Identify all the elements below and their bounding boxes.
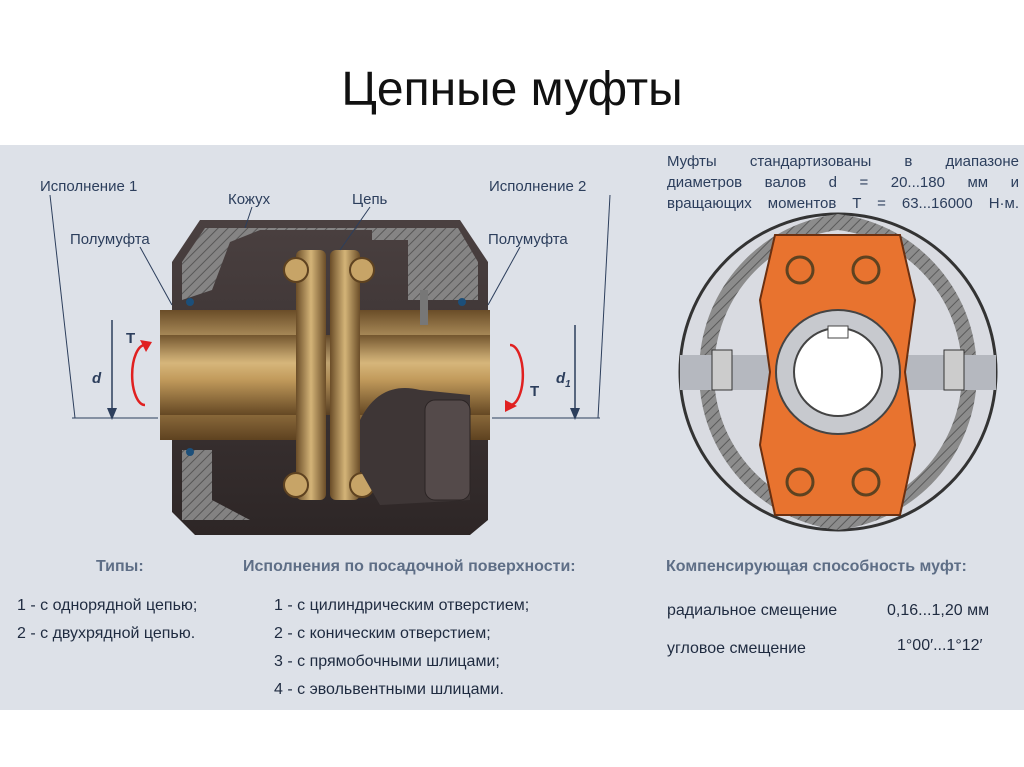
half-coupling-left-label: Полумуфта — [70, 231, 150, 248]
torque-left-label: T — [126, 330, 136, 347]
types-item: 1 - с однорядной цепью; — [17, 597, 198, 614]
types-header: Типы: — [96, 558, 144, 575]
casing-label: Кожух — [228, 191, 271, 208]
note-line-1: Муфты стандартизованы в диапазоне — [667, 153, 1019, 170]
coupling-cross-section — [678, 212, 998, 532]
executions-list: 1 - с цилиндрическим отверстием; 2 - с к… — [274, 592, 529, 704]
page-title: Цепные муфты — [341, 63, 683, 116]
compensation-header: Компенсирующая способность муфт: — [666, 558, 967, 575]
chain-label: Цепь — [352, 191, 388, 208]
half-coupling-right-label: Полумуфта — [488, 231, 568, 248]
executions-item: 4 - с эвольвентными шлицами. — [274, 681, 504, 698]
radial-offset-label: радиальное смещение — [667, 602, 838, 619]
torque-right-label: T — [530, 383, 540, 400]
sprocket-right — [330, 250, 360, 500]
angular-offset-label: угловое смещение — [667, 640, 806, 657]
angular-offset-value: 1°00′...1°12′ — [897, 637, 983, 654]
radial-offset-value: 0,16...1,20 мм — [887, 602, 990, 619]
execution1-label: Исполнение 1 — [40, 178, 138, 195]
executions-header: Исполнения по посадочной поверхности: — [243, 558, 576, 575]
sprocket-left — [296, 250, 326, 500]
casing-hatch — [182, 228, 478, 300]
diameter-label: d — [92, 370, 102, 387]
coupling-section — [49, 194, 611, 535]
types-item: 2 - с двухрядной цепью. — [17, 625, 196, 642]
executions-item: 2 - с коническим отверстием; — [274, 625, 491, 642]
shaft-bore-circle — [793, 327, 883, 417]
diameter1-label: d1 — [556, 370, 571, 390]
execution2-label: Исполнение 2 — [489, 178, 587, 195]
types-list: 1 - с однорядной цепью; 2 - с двухрядной… — [17, 592, 197, 648]
standardization-note: Муфты стандартизованы в диапазоне диамет… — [667, 151, 1019, 214]
executions-item: 3 - с прямобочными шлицами; — [274, 653, 500, 670]
executions-item: 1 - с цилиндрическим отверстием; — [274, 597, 530, 614]
note-line-3: вращающих моментов T = 63...16000 Н·м. — [667, 195, 1019, 212]
note-line-2: диаметров валов d = 20...180 мм и — [667, 174, 1019, 191]
